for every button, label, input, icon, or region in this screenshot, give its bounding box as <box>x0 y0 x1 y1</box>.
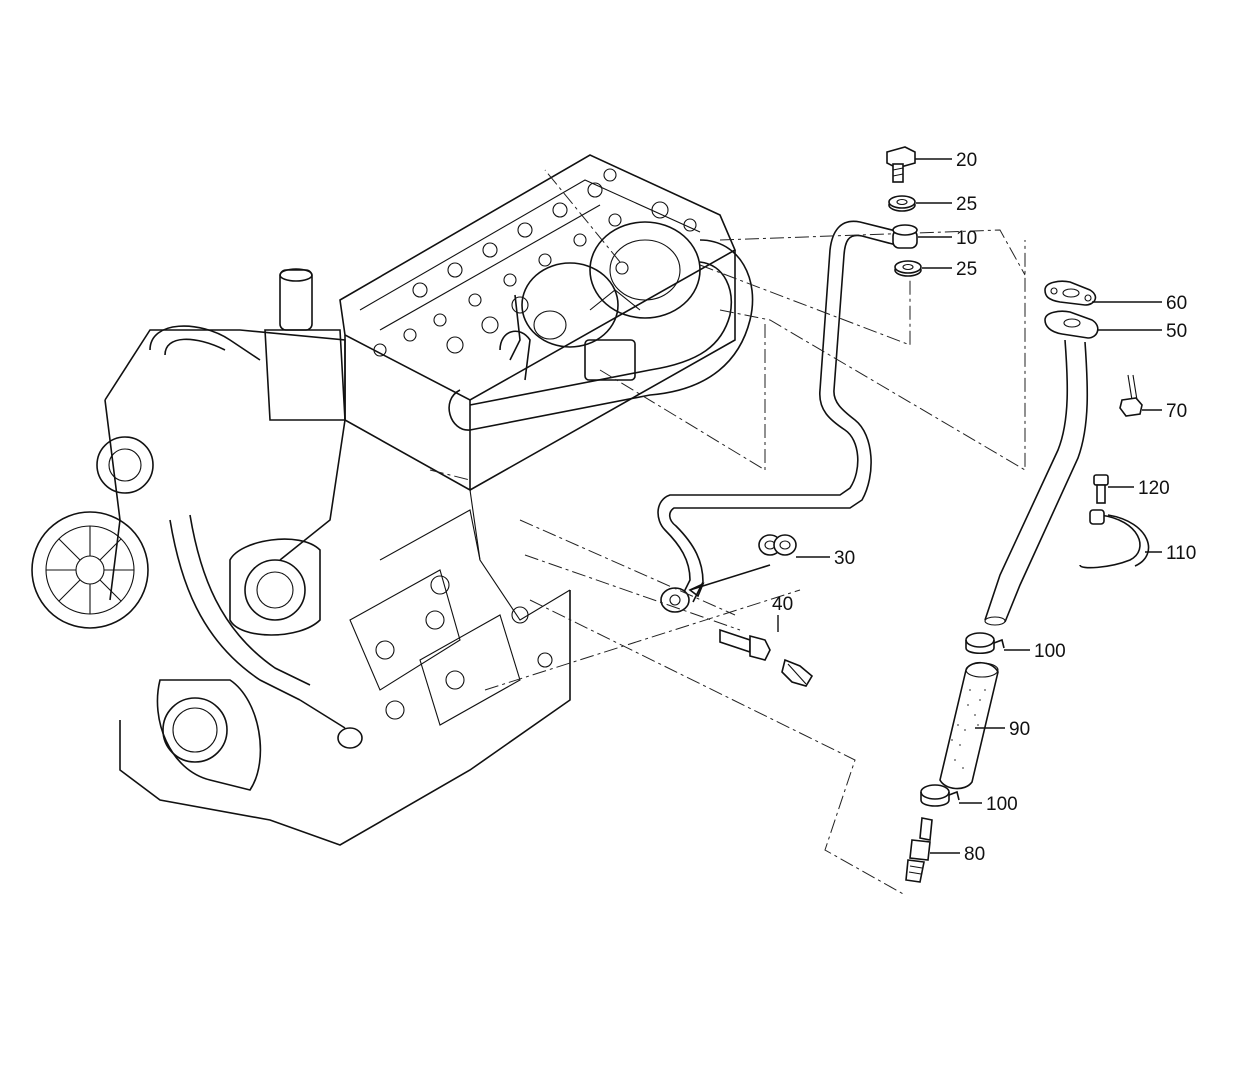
callout-label-80: 80 <box>964 844 985 865</box>
callout-label-50: 50 <box>1166 321 1187 342</box>
callout-label-60: 60 <box>1166 293 1187 314</box>
washer-30-drawing <box>758 534 797 556</box>
callout-label-25-top: 25 <box>956 194 977 215</box>
assembly-dash-lines <box>429 169 1026 896</box>
callout-120: 120 <box>1108 478 1170 499</box>
screw-120-drawing <box>1093 474 1109 504</box>
callout-40: 40 <box>772 594 793 632</box>
callout-60: 60 <box>1092 293 1187 314</box>
callout-label-100-top: 100 <box>1034 641 1066 662</box>
callout-label-110: 110 <box>1166 543 1196 564</box>
bolt-70-drawing <box>1119 374 1143 417</box>
callout-70: 70 <box>1142 401 1187 422</box>
callout-90: 90 <box>975 719 1030 740</box>
hose-90-drawing <box>939 661 999 790</box>
turbocharger-drawing <box>448 221 754 431</box>
flange-50-drawing <box>1044 310 1099 339</box>
washer-25-top-drawing <box>888 195 916 212</box>
hose-clamp-100-bottom-drawing <box>920 784 960 807</box>
callout-20: 20 <box>915 150 977 171</box>
oil-return-pipe-drawing <box>984 339 1089 626</box>
gasket-60-drawing <box>1044 280 1097 306</box>
callout-100-top: 100 <box>1004 641 1066 662</box>
callout-100-bottom: 100 <box>959 794 1018 815</box>
callout-label-30: 30 <box>834 548 855 569</box>
callout-label-25-bottom: 25 <box>956 259 977 280</box>
callout-label-70: 70 <box>1166 401 1187 422</box>
callout-label-120: 120 <box>1138 478 1170 499</box>
callout-label-90: 90 <box>1009 719 1030 740</box>
callout-50: 50 <box>1098 321 1187 342</box>
fitting-80-drawing <box>905 817 933 883</box>
banjo-10-drawing <box>892 224 918 249</box>
callout-label-100-bottom: 100 <box>986 794 1018 815</box>
callout-label-10: 10 <box>956 228 977 249</box>
callout-110: 110 <box>1145 543 1196 564</box>
callout-label-40: 40 <box>772 594 793 615</box>
oil-feed-pipe-drawing <box>657 220 901 613</box>
hose-clamp-100-top-drawing <box>965 632 1005 655</box>
washer-25-bottom-drawing <box>894 260 922 277</box>
bolt-40-drawing <box>719 628 814 687</box>
callout-30: 30 <box>796 548 855 569</box>
callout-80: 80 <box>930 844 985 865</box>
clamp-110-drawing <box>1079 509 1150 569</box>
bolt-20-drawing <box>886 146 916 183</box>
callout-25-bottom: 25 <box>922 259 977 280</box>
engine-block-drawing <box>31 154 737 846</box>
callout-10: 10 <box>918 228 977 249</box>
callout-25-top: 25 <box>916 194 977 215</box>
callout-label-20: 20 <box>956 150 977 171</box>
